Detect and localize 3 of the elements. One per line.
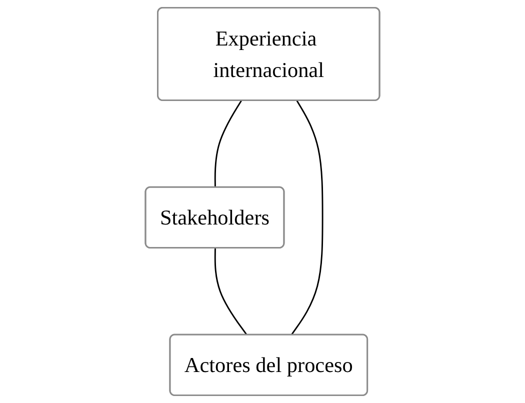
connector [214,100,242,188]
connector [290,100,324,336]
connector [214,248,248,336]
